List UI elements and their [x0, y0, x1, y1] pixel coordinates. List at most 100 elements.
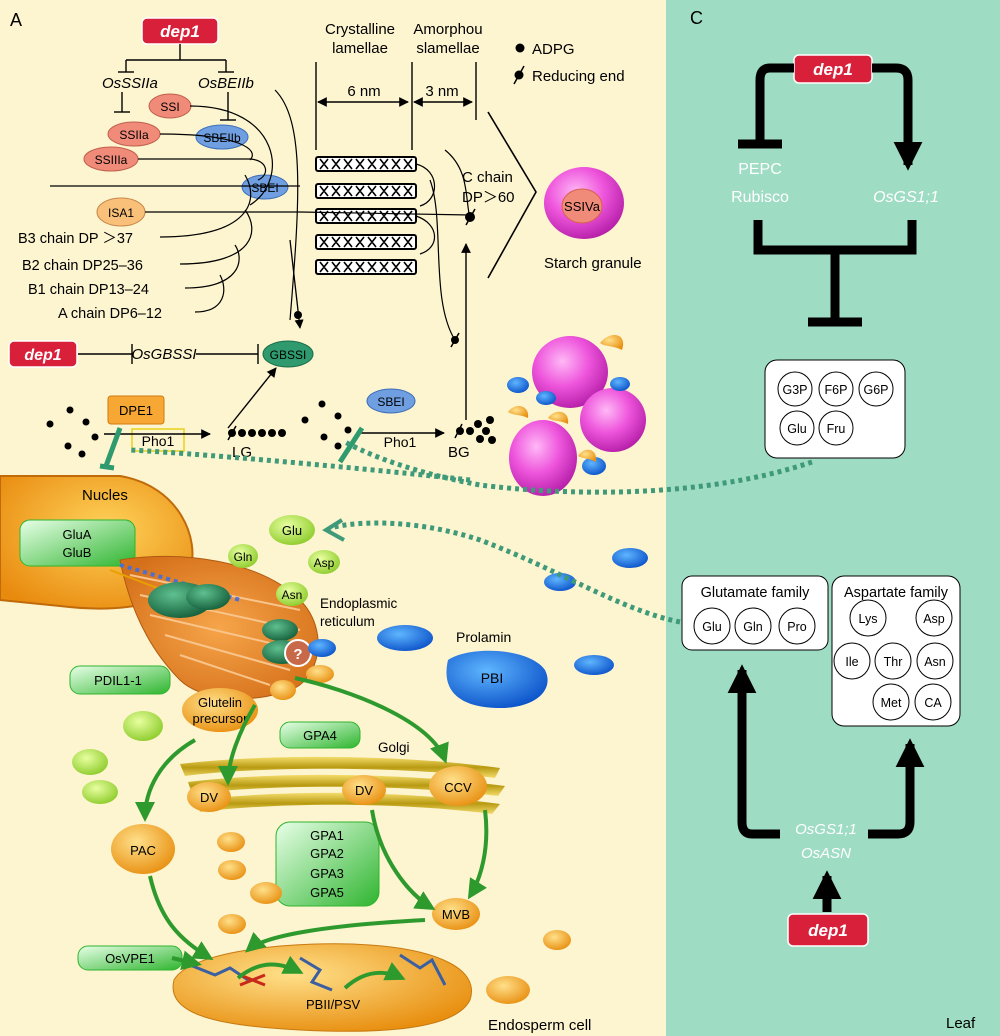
osgbssi-label: OsGBSSI	[131, 346, 196, 363]
glu-label: Glu	[282, 523, 302, 538]
mvb-label: MVB	[442, 907, 470, 922]
pho1-label-b: Pho1	[384, 434, 417, 450]
pho1-label-a: Pho1	[142, 433, 175, 449]
ssi-label: SSI	[160, 100, 179, 114]
ribosome-3	[262, 619, 298, 641]
asp-label: Asp	[314, 556, 335, 570]
vesicle-er-1	[270, 680, 296, 700]
c-chain-label-2: DP＞60	[462, 189, 515, 206]
aspartate-member-asn-label: Asn	[924, 655, 946, 669]
dv-label-1: DV	[200, 790, 218, 805]
adpg-legend-dot	[515, 43, 525, 53]
panel-c-background	[666, 0, 1000, 1036]
aspartate-member-lys	[849, 599, 887, 637]
bg-reducing-bar	[454, 423, 463, 439]
granule-bracket	[487, 111, 537, 279]
dep1-box-gbssi	[8, 340, 78, 368]
pbi-label: PBI	[481, 670, 504, 686]
sugar-circle-g3p	[777, 371, 813, 407]
dep1-box-c-bottom	[787, 913, 869, 947]
lime-blob-1	[123, 711, 163, 741]
endosperm-label: Endosperm cell	[488, 1017, 591, 1034]
gln-label: Gln	[234, 550, 253, 564]
sbei-enzyme-b	[366, 388, 416, 414]
reducing-end-bar-1	[465, 208, 476, 226]
aspartate-member-met	[872, 683, 910, 721]
pbi-body	[446, 650, 548, 708]
gbssi-label: GBSSI	[270, 348, 307, 362]
mvb-vesicle	[432, 898, 480, 930]
aspartate-member-ca-label: CA	[924, 696, 942, 710]
scattered-vesicles	[217, 832, 571, 1004]
sbei-label-b: SBEI	[377, 395, 404, 409]
dpe1-box	[107, 395, 165, 425]
gbssi-reducing-end	[294, 311, 302, 319]
sbe-green-inhibit	[337, 426, 365, 464]
panel-label-a: A	[10, 10, 22, 30]
aspartate-member-lys-label: Lys	[859, 612, 878, 626]
gln-ellipse	[228, 544, 258, 568]
lg-reducing-bar	[227, 425, 237, 441]
aspartate-member-thr	[874, 642, 912, 680]
pdil-label: PDIL1-1	[94, 673, 142, 688]
green-flow-arrows	[135, 676, 489, 990]
dotted-arrowhead	[322, 518, 345, 542]
osgs11-top-label: OsGS1;1	[873, 189, 939, 206]
crystalline-label-1: Crystalline	[325, 21, 395, 38]
question-mark: ?	[293, 646, 302, 663]
glutamate-member-glu-label: Glu	[702, 620, 722, 634]
aspartate-member-ile	[833, 642, 871, 680]
gpa2-label: GPA2	[310, 846, 344, 861]
gpa4-label: GPA4	[303, 728, 337, 743]
adpg-dots-1	[46, 406, 99, 458]
dpe1-label: DPE1	[119, 403, 153, 418]
sugar-circle-fru	[818, 410, 854, 446]
reducing-end-legend-label: Reducing end	[532, 68, 625, 85]
er-label-1: Endoplasmic	[320, 596, 398, 611]
aspartate-member-thr-label: Thr	[884, 655, 903, 669]
osasn-label: OsASN	[801, 845, 851, 862]
gpa3-label: GPA3	[310, 866, 344, 881]
reducing-end-bar-2	[450, 332, 460, 348]
leaf-label: Leaf	[946, 1015, 976, 1032]
glutamate-member-pro-label: Pro	[787, 620, 807, 634]
glutamate-member-gln-label: Gln	[743, 620, 763, 634]
ssiia-label: SSIIa	[119, 128, 149, 142]
ribosome-2	[186, 584, 230, 610]
gpa-list-box	[275, 821, 380, 907]
dotted-connectors	[129, 439, 813, 625]
aspartate-member-ile-label: Ile	[845, 655, 858, 669]
sugar-fru-label: Fru	[827, 422, 846, 436]
lg-chain	[228, 429, 286, 437]
dep1-top-paths	[738, 63, 923, 327]
golgi-label: Golgi	[378, 740, 410, 755]
scissors-icon	[239, 973, 266, 987]
bg-cluster	[456, 416, 496, 444]
lime-blob-2	[72, 749, 108, 775]
dv-label-2: DV	[355, 783, 373, 798]
ccv-label: CCV	[444, 780, 472, 795]
os-ssiia-label: OsSSIIa	[102, 75, 158, 92]
glua-label: GluA	[63, 527, 92, 542]
6nm-label: 6 nm	[347, 83, 380, 100]
glutelin-precursor	[182, 688, 258, 732]
granule-cluster	[507, 334, 646, 496]
aspartate-member-ca	[914, 683, 952, 721]
sbei-enzyme	[241, 174, 289, 200]
glu-ellipse	[269, 515, 315, 545]
sbei-label: SBEI	[251, 181, 278, 195]
prolamin-blob-er	[308, 639, 336, 657]
isa1-label: ISA1	[108, 206, 134, 220]
dv-vesicle-1	[187, 782, 231, 812]
b2-chain-label: B2 chain DP25–36	[22, 258, 143, 274]
aspartate-member-asn	[916, 642, 954, 680]
dpe1-green-inhibit-cap	[99, 463, 115, 471]
pepc-label: PEPC	[738, 161, 782, 178]
crystalline-label-2: lamellae	[332, 40, 388, 57]
amorphous-label-2: slamellae	[416, 40, 479, 57]
amorphous-label-1: Amorphou	[413, 21, 482, 38]
nucleus-label: Nucles	[82, 487, 128, 504]
sbeiib-enzyme	[195, 124, 249, 150]
glutamate-member-glu	[693, 607, 731, 645]
aspartate-member-met-label: Met	[881, 696, 902, 710]
